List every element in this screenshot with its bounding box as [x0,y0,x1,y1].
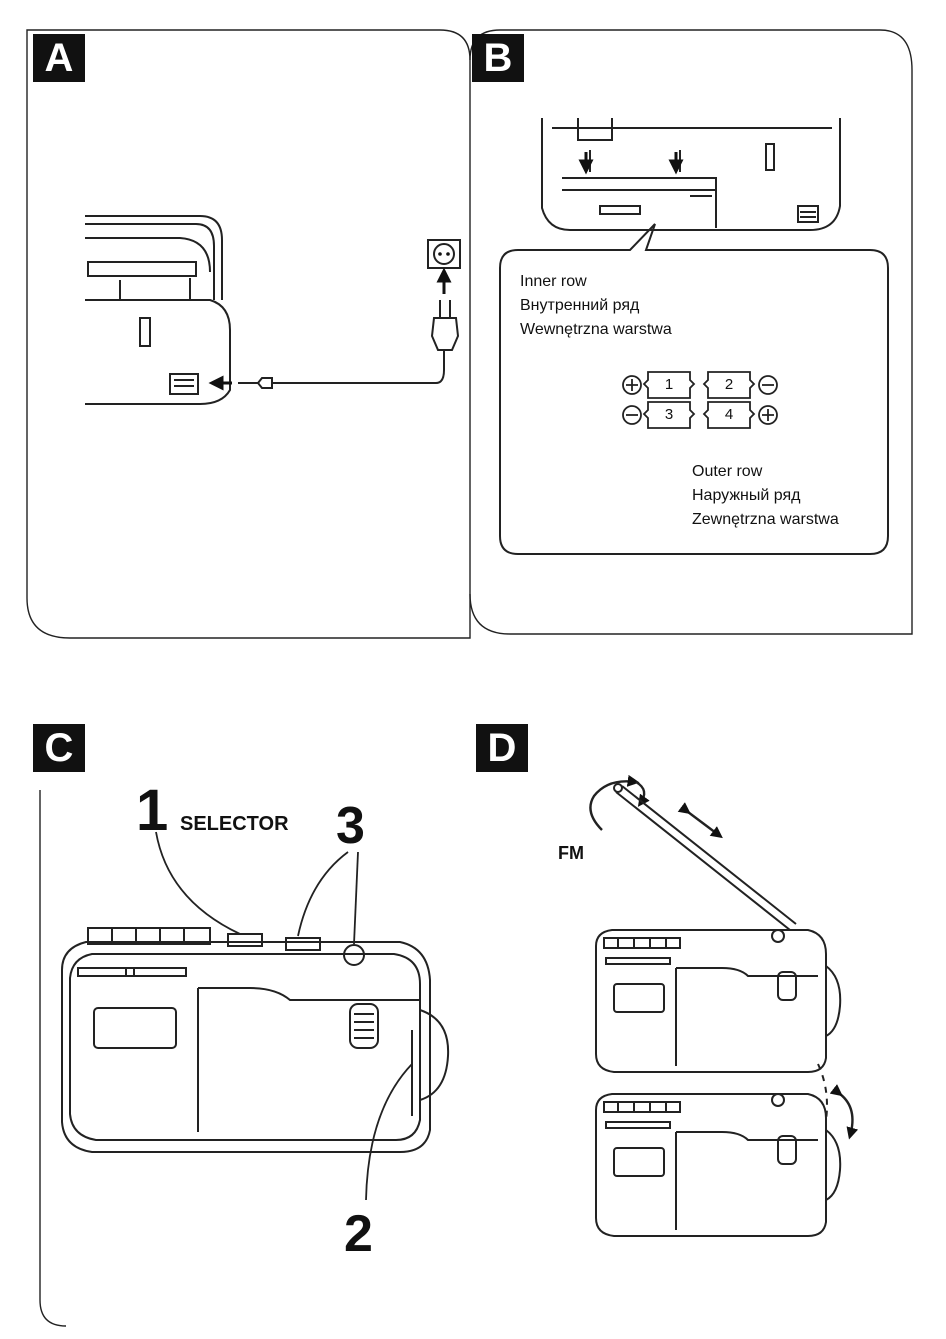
panel-b-badge: B [472,34,524,82]
outer-row-label-pl: Zewnętrzna warstwa [692,508,839,532]
step-1-number: 1 [136,782,168,840]
antenna-rod [614,784,796,930]
panel-c-badge: C [33,724,85,772]
outer-row-label-en: Outer row [692,460,762,484]
inner-row-label-en: Inner row [520,270,587,294]
battery-cell-4-number: 4 [719,406,739,424]
radio-back-illustration [85,216,230,404]
leader-line-3b [354,852,358,944]
antenna-extend-arrow [688,812,720,836]
outer-row-label-ru: Наружный ряд [692,484,801,508]
antenna-rotate-arrow [590,781,644,830]
radio-front-illustration [62,928,448,1152]
antenna-swing-arrow [840,1094,852,1136]
callout-lines-c [156,832,412,1200]
panel-a-frame [27,30,470,638]
battery-cell-2-number: 2 [719,376,739,394]
battery-cell-1-number: 1 [659,376,679,394]
radio-tilted-illustration [596,1094,840,1236]
inner-row-label-pl: Wewnętrzna warstwa [520,318,672,342]
radio-upright-illustration [596,930,840,1072]
panel-d-badge: D [476,724,528,772]
leader-line-3a [298,852,348,936]
battery-cell-3-number: 3 [659,406,679,424]
selector-label: SELECTOR [180,814,289,834]
inner-row-label-ru: Внутренний ряд [520,294,639,318]
leader-line-1 [156,832,240,934]
power-plug-illustration [238,240,460,388]
battery-compartment-illustration [542,118,840,230]
leader-line-2 [366,1064,412,1200]
panel-a-badge: A [33,34,85,82]
fm-label: FM [558,844,584,862]
step-2-number: 2 [344,1208,373,1260]
step-3-number: 3 [336,800,365,852]
